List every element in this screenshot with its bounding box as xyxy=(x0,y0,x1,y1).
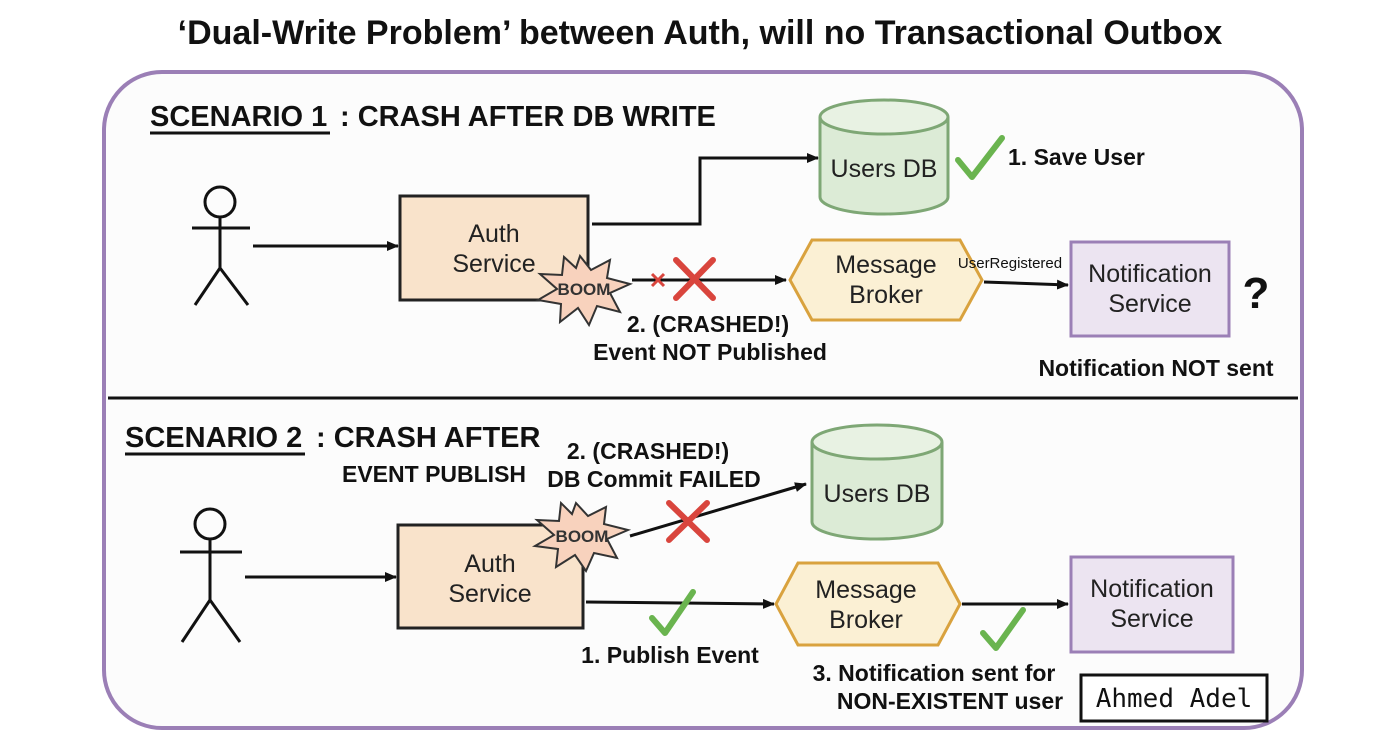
cross-icon xyxy=(673,257,716,301)
scenario-2: SCENARIO 2 : CRASH AFTER EVENT PUBLISH 2… xyxy=(125,422,1235,714)
small-cross-icon xyxy=(650,272,666,288)
arrow-auth-to-db xyxy=(629,482,807,538)
notification-service-box: Notification Service xyxy=(1069,555,1235,654)
notification-line2: Service xyxy=(1110,605,1193,633)
db-step-label: 1. Save User xyxy=(1008,144,1145,170)
signature-label: Ahmed Adel xyxy=(1096,684,1253,714)
message-broker-hexagon: Message Broker xyxy=(788,238,984,322)
users-db-cylinder: Users DB xyxy=(810,423,944,541)
auth-service-line1: Auth xyxy=(464,550,515,578)
auth-service-line1: Auth xyxy=(468,220,519,248)
notification-line1: Notification xyxy=(1088,260,1212,288)
result-line2: NON-EXISTENT user xyxy=(837,688,1063,714)
crash-line2: Event NOT Published xyxy=(593,339,827,365)
auth-service-line2: Service xyxy=(452,250,535,278)
result-label: Notification NOT sent xyxy=(1038,355,1273,381)
check-icon xyxy=(955,135,1005,180)
publish-step-label: 1. Publish Event xyxy=(581,642,759,668)
arrow-broker-to-notification xyxy=(983,279,1069,290)
arrow-auth-to-broker xyxy=(585,598,775,609)
check-icon xyxy=(649,589,696,636)
users-db-cylinder: Users DB xyxy=(818,98,950,216)
users-db-label: Users DB xyxy=(831,155,938,183)
scenario-1: SCENARIO 1 : CRASH AFTER DB WRITE Auth S… xyxy=(150,98,1274,381)
event-label: UserRegistered xyxy=(958,255,1062,272)
scenario-1-label: SCENARIO 1 xyxy=(150,101,327,133)
stick-figure-icon xyxy=(180,507,242,643)
check-icon xyxy=(980,607,1026,651)
signature-box: Ahmed Adel xyxy=(1079,673,1269,723)
broker-line1: Message xyxy=(835,251,936,279)
stick-figure-icon xyxy=(192,185,250,306)
boom-label: BOOM xyxy=(558,280,611,299)
users-db-label: Users DB xyxy=(824,480,931,508)
cross-icon xyxy=(666,500,710,543)
notification-service-box: Notification Service xyxy=(1069,240,1231,338)
result-line1: 3. Notification sent for xyxy=(813,660,1056,686)
broker-line2: Broker xyxy=(829,606,903,634)
crash-line1: 2. (CRASHED!) xyxy=(567,438,729,464)
question-mark: ? xyxy=(1243,269,1270,318)
broker-line2: Broker xyxy=(849,281,923,309)
message-broker-hexagon: Message Broker xyxy=(774,561,962,647)
notification-line1: Notification xyxy=(1090,575,1214,603)
broker-line1: Message xyxy=(815,576,916,604)
arrow-auth-to-db xyxy=(592,153,819,226)
diagram-title: ‘Dual-Write Problem’ between Auth, will … xyxy=(178,14,1223,52)
boom-label: BOOM xyxy=(556,527,609,546)
auth-service-line2: Service xyxy=(448,580,531,608)
boom-burst-icon: BOOM xyxy=(535,253,633,328)
boom-burst-icon: BOOM xyxy=(531,500,632,574)
scenario-1-title: : CRASH AFTER DB WRITE xyxy=(340,101,716,133)
scenario-2-title-line2: EVENT PUBLISH xyxy=(342,461,526,487)
crash-line1: 2. (CRASHED!) xyxy=(627,311,789,337)
notification-line2: Service xyxy=(1108,290,1191,318)
scenario-2-label: SCENARIO 2 xyxy=(125,422,302,454)
crash-line2: DB Commit FAILED xyxy=(547,466,760,492)
scenario-2-title-line1: : CRASH AFTER xyxy=(316,422,541,454)
